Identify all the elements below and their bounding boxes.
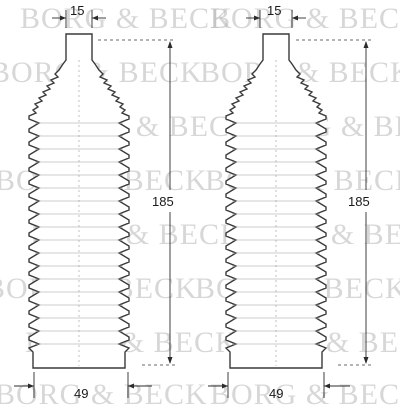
arrowhead [128,383,134,389]
arrowhead [167,41,173,48]
watermark-text: BORG & BECK [210,2,400,35]
watermark-text: BORG & BECK [210,378,400,411]
arrowhead [92,15,98,21]
arrowhead [254,15,260,21]
arrowhead [363,357,369,364]
top-width-label: 15 [267,3,281,18]
boot-hatching [232,60,320,366]
height-label: 185 [152,194,174,209]
arrowhead [363,41,369,48]
steering-boot-left [27,33,131,369]
boot-hatching [35,60,123,366]
bottom-width-label: 49 [74,386,88,401]
height-label: 185 [348,194,370,209]
arrowhead [167,357,173,364]
arrowhead [292,15,298,21]
arrowhead [28,383,34,389]
steering-boot-right [224,33,328,369]
dimensions-left: 15 185 49 [14,3,176,401]
arrowhead [324,383,330,389]
watermark-text: BORG & BECK [0,378,208,411]
bottom-width-label: 49 [269,386,283,401]
top-width-label: 15 [70,3,84,18]
dimensions-right: 15 185 49 [208,3,372,401]
arrowhead [222,383,228,389]
arrowhead [60,15,66,21]
watermark-text: BORG & BECK [20,2,233,35]
